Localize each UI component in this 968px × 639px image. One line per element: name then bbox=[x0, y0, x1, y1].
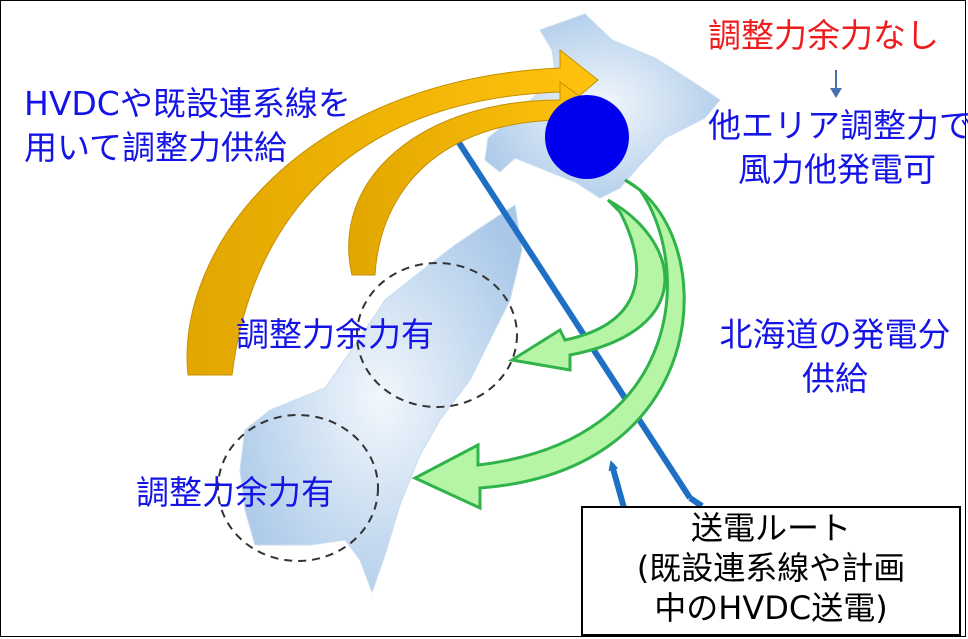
other-area-label-line1: 他エリア調整力で bbox=[708, 106, 968, 145]
hokkaido-node bbox=[545, 95, 629, 179]
reserve-label-1: 調整力余力有 bbox=[236, 315, 434, 354]
hvdc-arrow-outer bbox=[186, 48, 599, 376]
hokkaido-supply-label-line2: 供給 bbox=[802, 359, 868, 398]
hokkaido-supply-label: 北海道の発電分 供給 bbox=[706, 313, 964, 401]
transmission-route-arrow-short bbox=[608, 460, 627, 509]
transmission-route-line bbox=[449, 127, 693, 500]
supply-arrow-lower bbox=[411, 178, 686, 511]
reserve-region-circle-2 bbox=[217, 414, 379, 562]
reserve-region-circle-1 bbox=[356, 262, 518, 408]
no-reserve-label: 調整力余力なし bbox=[708, 16, 939, 55]
transmission-route-box: 送電ルート (既設連系線や計画 中のHVDC送電) bbox=[581, 506, 961, 636]
supply-arrow-upper bbox=[507, 198, 667, 372]
route-box-line2: (既設連系線や計画 bbox=[636, 549, 906, 587]
hvdc-label-line1: HVDCや既設連系線を bbox=[24, 84, 351, 123]
route-box-line1: 送電ルート bbox=[690, 509, 851, 547]
hvdc-label-line2: 用いて調整力供給 bbox=[24, 128, 288, 167]
status-down-arrow-head bbox=[830, 88, 842, 98]
hvdc-label: HVDCや既設連系線を 用いて調整力供給 bbox=[24, 82, 351, 170]
other-area-label-line2: 風力他発電可 bbox=[738, 150, 936, 189]
route-box-connector bbox=[688, 495, 704, 509]
route-box-line3: 中のHVDC送電) bbox=[654, 589, 888, 627]
other-area-label: 他エリア調整力で 風力他発電可 bbox=[708, 104, 968, 192]
honshu-landmass bbox=[239, 204, 523, 594]
hokkaido-supply-label-line1: 北海道の発電分 bbox=[719, 315, 951, 354]
reserve-label-2: 調整力余力有 bbox=[136, 473, 334, 512]
